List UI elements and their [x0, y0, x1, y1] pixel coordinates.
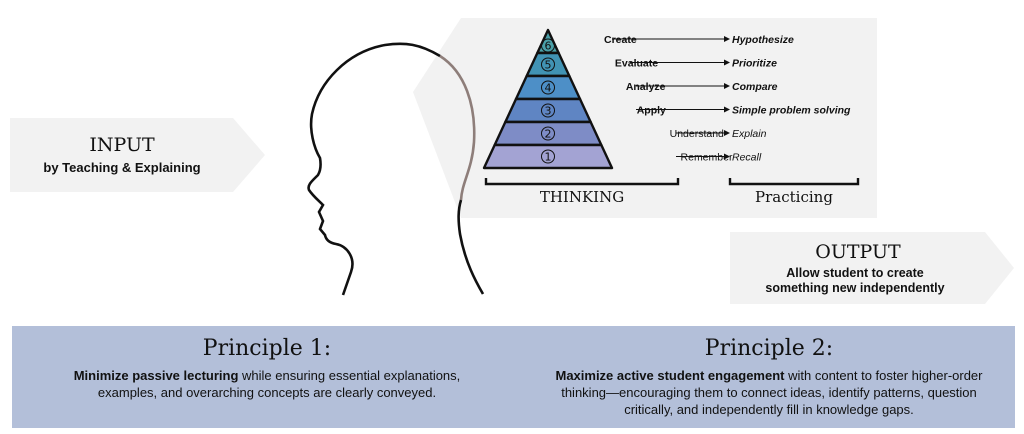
level-number: 3 — [545, 105, 552, 118]
arrow-head — [724, 106, 730, 113]
level-number-circle — [541, 57, 555, 72]
arrow-head — [724, 59, 730, 66]
level-result: Compare — [732, 81, 778, 93]
level-number: 1 — [545, 151, 552, 164]
arrow-head — [724, 153, 730, 160]
head-neck — [457, 199, 485, 295]
level-number-circle — [541, 149, 555, 164]
level-label: Create — [604, 34, 637, 46]
level-label: Understand — [670, 128, 724, 140]
arrow-head — [724, 83, 730, 89]
principle-1: Principle 1: Minimize passive lecturing … — [52, 326, 482, 401]
level-label: Remember — [681, 152, 733, 164]
level-result: Recall — [732, 152, 762, 164]
principle-2-body: Maximize active student engagement with … — [544, 367, 994, 418]
output-line1: Allow student to create — [786, 266, 924, 280]
level-number: 5 — [545, 59, 552, 72]
principle-2-title: Principle 2: — [704, 336, 834, 361]
input-arrow — [10, 118, 265, 192]
level-result: Prioritize — [732, 58, 777, 70]
practicing-bracket — [728, 178, 860, 186]
level-label: Apply — [637, 105, 666, 117]
level-number: 4 — [545, 82, 552, 95]
arrow-head — [724, 36, 730, 42]
principle-2: Principle 2: Maximize active student eng… — [544, 326, 994, 418]
level-number: 6 — [545, 40, 552, 53]
level-number-circle — [541, 103, 555, 118]
level-result: Hypothesize — [732, 34, 794, 46]
output-line2: something new independently — [765, 281, 944, 295]
principle-1-body: Minimize passive lecturing while ensurin… — [52, 367, 482, 401]
output-title: OUTPUT — [815, 241, 901, 263]
head-back-overlap — [439, 54, 476, 201]
level-result: Simple problem solving — [732, 105, 851, 117]
thinking-label: THINKING — [540, 188, 624, 206]
input-title: INPUT — [89, 134, 155, 156]
principle-2-emphasis: Maximize active student engagement — [555, 368, 785, 383]
level-number-circle — [541, 80, 555, 95]
output-arrow — [730, 232, 1014, 304]
input-subtitle: by Teaching & Explaining — [43, 160, 200, 175]
principle-1-text: while ensuring essential explanations, e… — [97, 368, 461, 400]
level-label: Evaluate — [615, 58, 658, 70]
level-label: Analyze — [626, 81, 666, 93]
principle-1-emphasis: Minimize passive lecturing — [73, 368, 239, 383]
level-number-circle — [541, 126, 555, 141]
arrow-head — [724, 130, 730, 136]
pyramid-level-1 — [482, 143, 614, 170]
head-silhouette — [307, 42, 441, 296]
blooms-pyramid: 6 5 4 3 2 1 — [482, 28, 614, 170]
practicing-label: Practicing — [755, 188, 833, 206]
level-result: Explain — [732, 128, 767, 140]
principle-1-title: Principle 1: — [202, 336, 332, 361]
level-number: 2 — [545, 128, 552, 141]
thinking-bracket — [484, 178, 680, 186]
principles-panel: Principle 1: Minimize passive lecturing … — [12, 326, 1015, 428]
principle-2-text: with content to foster higher-order thin… — [561, 368, 983, 417]
